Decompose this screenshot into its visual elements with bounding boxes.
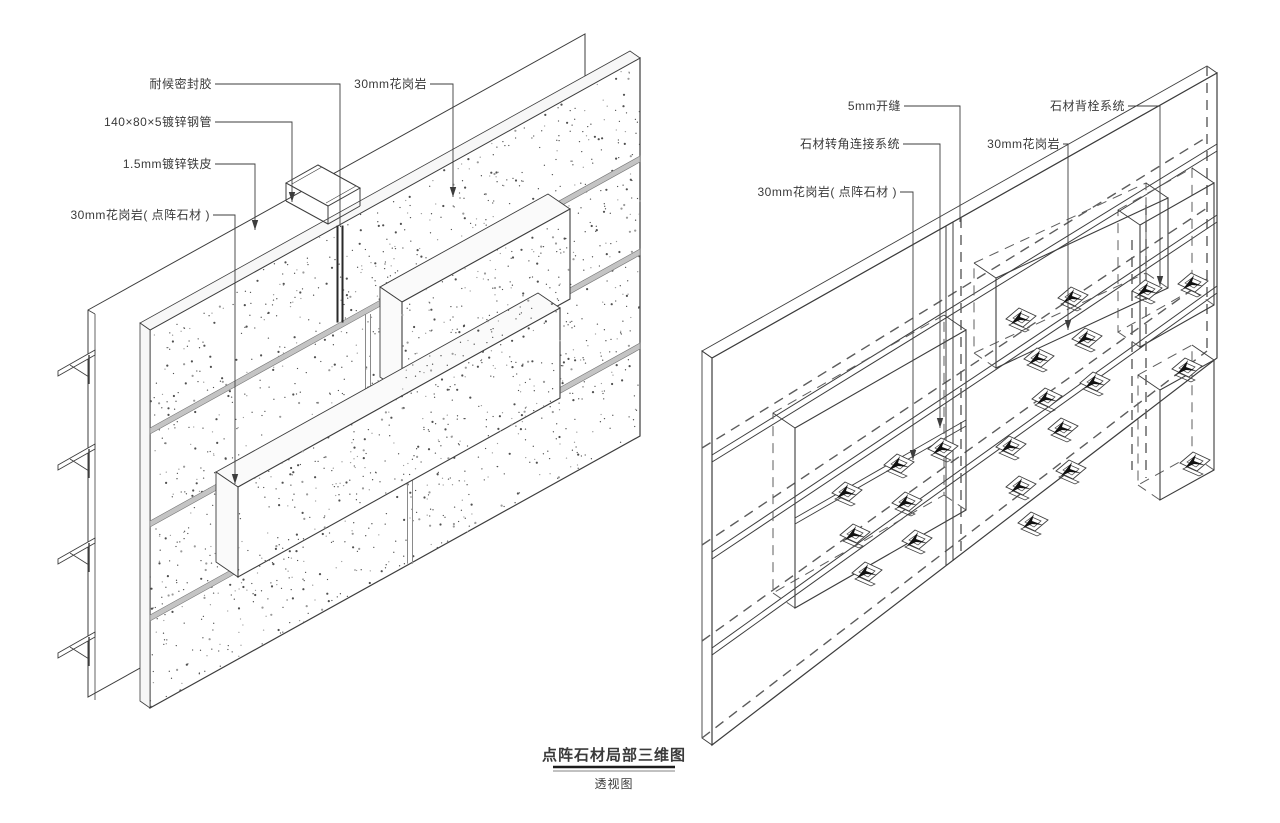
- label-dot-matrix-stone: 30mm花岗岩( 点阵石材 ): [70, 207, 210, 222]
- back-bolt-anchors: [831, 272, 1211, 587]
- anchor-fixture: [1171, 357, 1203, 383]
- open-joint-channel: [945, 218, 962, 566]
- vertical-joints: [336, 225, 413, 564]
- label-iron-sheet: 1.5mm镀锌铁皮: [123, 157, 212, 171]
- wireframe-horizontal-joints: [701, 136, 1218, 656]
- anchor-fixture: [1023, 347, 1055, 373]
- label-steel-tube: 140×80×5镀锌钢管: [104, 114, 212, 129]
- anchor-fixture: [883, 453, 915, 479]
- leader-lines: [213, 83, 457, 484]
- leader-lines: [900, 105, 1164, 460]
- anchor-fixture: [1131, 279, 1163, 305]
- drawing-title: 点阵石材局部三维图: [542, 746, 686, 764]
- title-block: 点阵石材局部三维图 透视图: [542, 746, 686, 791]
- label-open-joint: 5mm开缝: [848, 98, 901, 113]
- anchor-fixture: [891, 491, 923, 517]
- right-diagram: 5mm开缝 石材背栓系统 石材转角连接系统 30mm花岗岩 30mm花岗岩( 点…: [701, 65, 1218, 747]
- anchor-fixture: [901, 529, 933, 555]
- label-sealant: 耐候密封胶: [149, 76, 212, 91]
- anchor-fixture: [1179, 451, 1211, 477]
- anchor-fixture: [1071, 327, 1103, 353]
- relief-stone-panels: [215, 193, 571, 578]
- anchor-fixture: [1017, 511, 1049, 537]
- anchor-fixture: [995, 435, 1027, 461]
- anchor-fixture: [1005, 475, 1037, 501]
- right-labels: 5mm开缝 石材背栓系统 石材转角连接系统 30mm花岗岩 30mm花岗岩( 点…: [757, 98, 1125, 199]
- anchor-fixture: [1079, 371, 1111, 397]
- anchor-fixture: [1005, 307, 1037, 333]
- anchor-fixture: [927, 437, 959, 463]
- anchor-fixture: [851, 561, 883, 587]
- label-granite-30mm-r: 30mm花岗岩: [987, 136, 1060, 151]
- label-granite-30mm: 30mm花岗岩: [354, 76, 427, 91]
- anchor-fixture: [1177, 272, 1209, 298]
- wireframe-relief-panels: [772, 167, 1215, 609]
- anchor-fixture: [1031, 387, 1063, 413]
- left-diagram: 耐候密封胶 30mm花岗岩 140×80×5镀锌钢管 1.5mm镀锌铁皮 30m…: [57, 33, 641, 710]
- anchor-fixture: [831, 481, 863, 507]
- drawing-subtitle: 透视图: [594, 776, 633, 791]
- wireframe-wall: [701, 65, 1218, 747]
- anchor-fixture: [1055, 459, 1087, 485]
- left-labels: 耐候密封胶 30mm花岗岩 140×80×5镀锌钢管 1.5mm镀锌铁皮 30m…: [70, 76, 427, 222]
- steel-tube: [284, 164, 362, 225]
- label-corner-connector: 石材转角连接系统: [800, 136, 900, 151]
- anchor-fixture: [1047, 417, 1079, 443]
- label-dot-matrix-r: 30mm花岗岩( 点阵石材 ): [757, 184, 897, 199]
- anchor-fixture: [839, 523, 871, 549]
- label-back-bolt-system: 石材背栓系统: [1050, 98, 1125, 113]
- support-brackets: [57, 349, 96, 666]
